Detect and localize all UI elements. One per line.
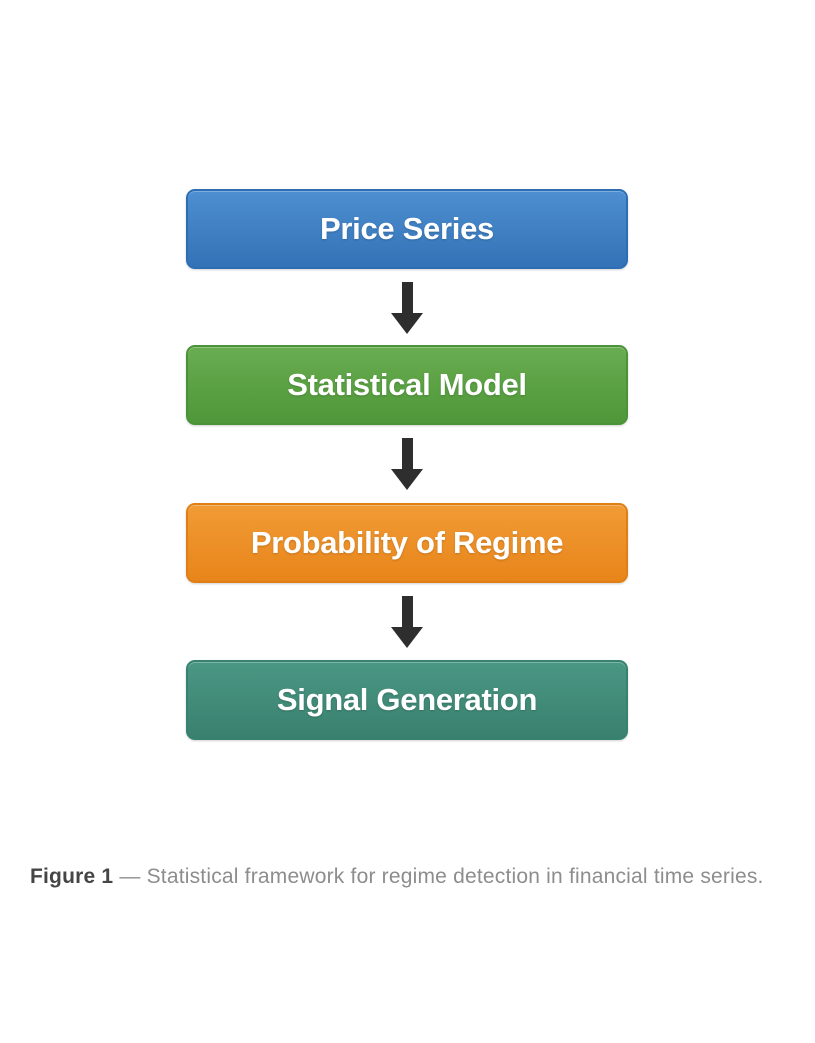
flow-node-price-series: Price Series [186, 189, 628, 269]
arrow-shaft [401, 596, 413, 627]
down-arrow-icon [391, 438, 423, 490]
arrow-shaft [401, 438, 413, 469]
flow-node-label: Price Series [320, 211, 494, 246]
down-arrow-icon [391, 596, 423, 648]
flow-node-probability-of-regime: Probability of Regime [186, 503, 628, 583]
flow-node-statistical-model: Statistical Model [186, 345, 628, 425]
arrow-head [391, 313, 423, 334]
arrow-head [391, 627, 423, 648]
flow-node-signal-generation: Signal Generation [186, 660, 628, 740]
figure-caption-text: — Statistical framework for regime detec… [119, 865, 764, 888]
figure-caption-label: Figure 1 [30, 865, 114, 888]
flow-node-label: Statistical Model [287, 367, 527, 402]
flow-node-label: Probability of Regime [250, 525, 564, 560]
down-arrow-icon [391, 282, 423, 334]
figure-caption: Figure 1 — Statistical framework for reg… [30, 854, 775, 899]
arrow-shaft [401, 282, 413, 313]
arrow-head [391, 469, 423, 490]
flow-node-label: Signal Generation [276, 682, 538, 717]
